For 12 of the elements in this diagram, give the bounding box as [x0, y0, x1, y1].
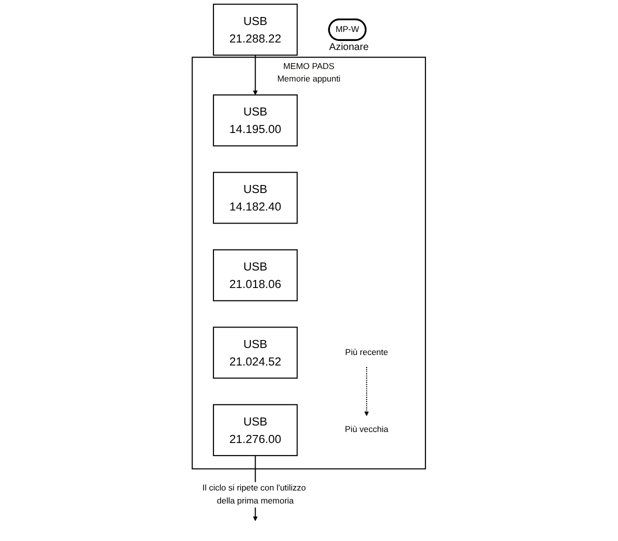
beside-text: Azionare: [329, 42, 369, 54]
arrow: [364, 367, 370, 416]
node-box: USB 21.288.22: [213, 4, 298, 56]
node-box: USB 14.182.40: [213, 172, 298, 224]
node-box: USB 14.195.00: [213, 94, 298, 146]
node-box: USB 21.276.00: [213, 404, 298, 456]
node-box: USB 21.018.06: [213, 249, 298, 302]
node-text: Più recente: [345, 348, 388, 357]
arrow: [253, 55, 258, 96]
node-text: Più vecchia: [345, 425, 388, 434]
node-box: USB 21.024.52: [213, 326, 298, 379]
edge-label: Il ciclo si ripete con l'utilizzo della prima memoria: [202, 484, 306, 506]
